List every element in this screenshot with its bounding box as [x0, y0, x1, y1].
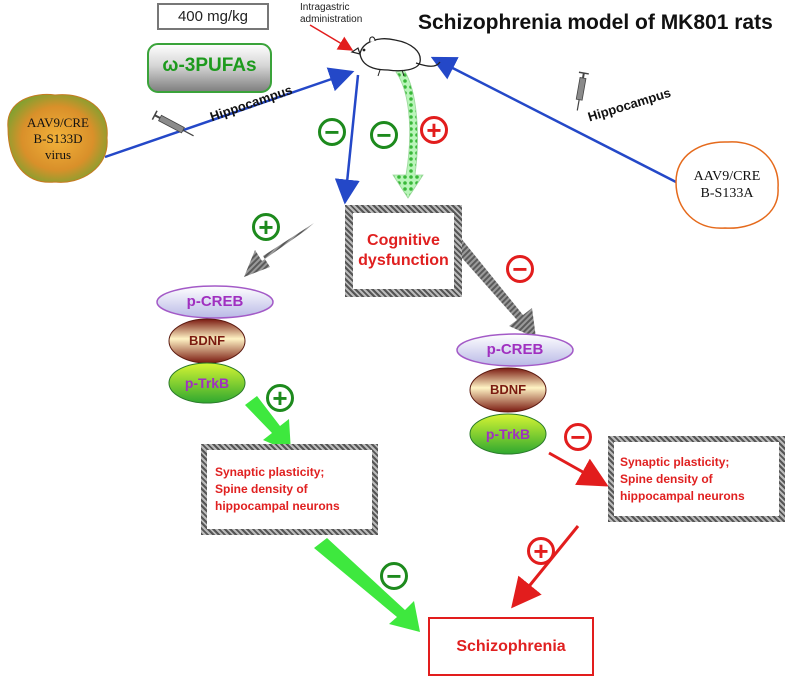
synaptic-right-label: Synaptic plasticity; Spine density of hi… — [620, 454, 745, 503]
minus-sign-right-stack: − — [506, 255, 534, 283]
route-label: Intragastric administration — [300, 2, 363, 25]
left-trkb-shape — [168, 362, 246, 404]
dose-label: 400 mg/kg — [177, 8, 249, 25]
left-creb-shape — [156, 285, 274, 319]
plus-sign-left-synaptic: + — [266, 384, 294, 412]
right-bdnf-shape — [469, 367, 547, 413]
minus-sign-right-synaptic: − — [564, 423, 592, 451]
right-creb-label: p-CREB — [486, 341, 544, 358]
arrow-dose-to-rat — [309, 24, 354, 51]
right-bdnf-label: BDNF — [489, 382, 527, 397]
pufa-label: ω-3PUFAs — [162, 55, 257, 76]
arrow-trkb-to-synaptic-right — [548, 451, 609, 487]
minus-sign-pufa: − — [318, 118, 346, 146]
left-bdnf-label: BDNF — [188, 333, 226, 348]
arrow-rat-to-cognitive — [392, 69, 424, 199]
pufa-pill-bg — [147, 43, 272, 93]
virus-right-blob — [675, 141, 779, 229]
syringe-right-icon — [575, 71, 589, 111]
plus-sign-mk801: + — [420, 116, 448, 144]
cognitive-box: Cognitive dysfunction — [345, 205, 462, 297]
plus-sign-left-stack: + — [252, 213, 280, 241]
syringe-left-icon — [151, 110, 194, 137]
schizophrenia-box: Schizophrenia — [428, 617, 594, 676]
virus-left-label: AAV9/CRE B-S133D virus — [27, 115, 89, 162]
right-creb-shape — [456, 333, 574, 367]
virus-left-blob — [7, 93, 108, 183]
arrow-virus-right-to-rat — [430, 56, 677, 184]
arrow-cognitive-to-right-stack — [446, 232, 536, 338]
synaptic-right-box: Synaptic plasticity; Spine density of hi… — [608, 436, 785, 522]
virus-right-label: AAV9/CRE B-S133A — [693, 169, 761, 201]
right-trkb-label: p-TrkB — [485, 426, 531, 442]
left-trkb-label: p-TrkB — [184, 375, 230, 391]
synaptic-left-box: Synaptic plasticity; Spine density of hi… — [201, 444, 378, 535]
arrow-cognitive-to-left-stack — [244, 223, 314, 277]
arrow-synaptic-to-schizophrenia — [314, 538, 420, 632]
rat-icon — [350, 36, 441, 77]
minus-sign-left-outcome: − — [380, 562, 408, 590]
minus-sign-cognitive-left: − — [370, 121, 398, 149]
arrow-virus-left-to-rat — [104, 67, 355, 159]
right-trkb-shape — [469, 413, 547, 455]
synaptic-left-label: Synaptic plasticity; Spine density of hi… — [215, 465, 340, 513]
left-creb-label: p-CREB — [186, 293, 244, 310]
cognitive-label: Cognitive dysfunction — [358, 232, 449, 269]
plus-sign-right-outcome: + — [527, 537, 555, 565]
schizophrenia-label: Schizophrenia — [456, 637, 566, 655]
dose-box: 400 mg/kg — [157, 3, 269, 30]
arrow-synaptic-right-to-schizophrenia — [511, 525, 580, 609]
arrow-trkb-to-synaptic-left — [245, 396, 291, 452]
arrow-pufa-to-cognitive — [334, 74, 360, 205]
diagram-title: Schizophrenia model of MK801 rats — [418, 11, 773, 34]
